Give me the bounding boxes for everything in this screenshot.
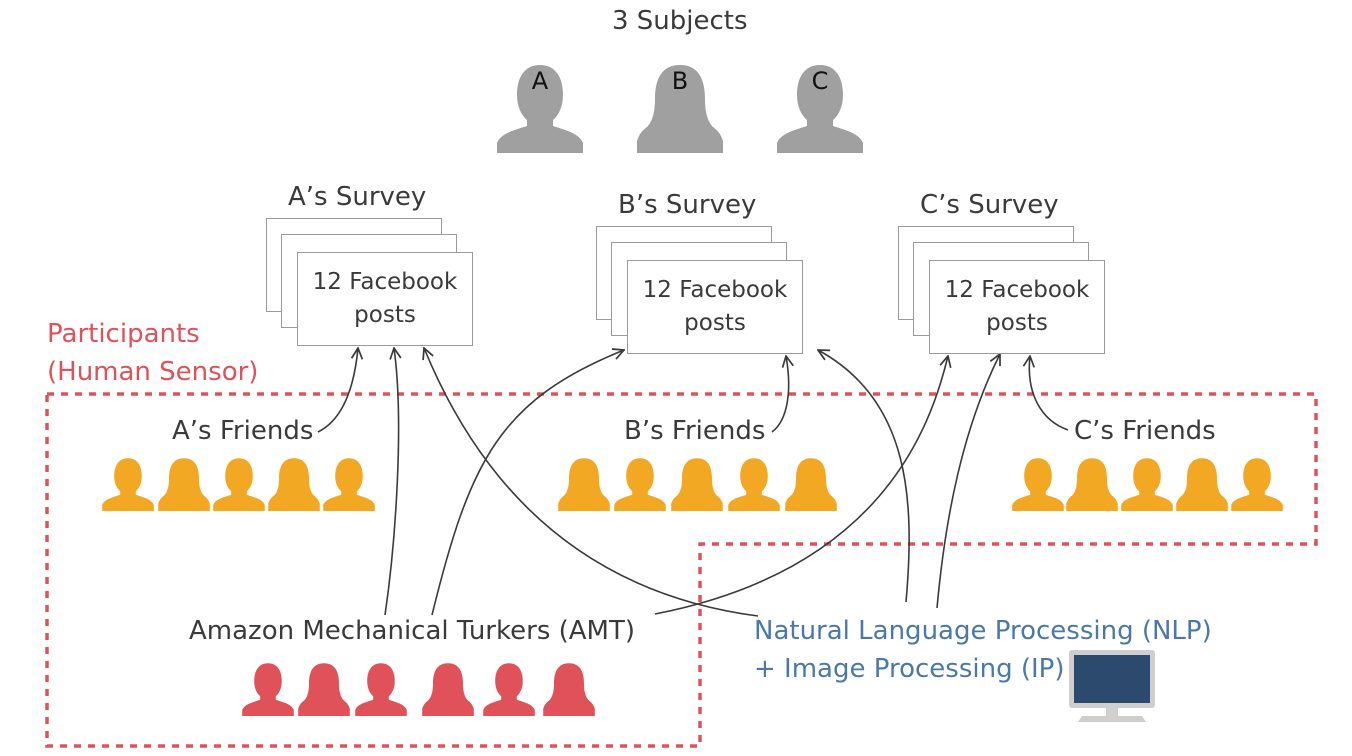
- participants-label-line2: (Human Sensor): [47, 356, 259, 387]
- arrow-nlp-to-b-survey: [818, 350, 910, 603]
- c-survey-title: C’s Survey: [920, 190, 1059, 220]
- nlp-ip-label: Natural Language Processing (NLP) + Imag…: [754, 613, 1212, 688]
- monitor-icon: [1069, 650, 1155, 722]
- b-friends-icons: [558, 458, 837, 511]
- amt-label: Amazon Mechanical Turkers (AMT): [189, 616, 636, 646]
- b-survey-content: 12 Facebook posts: [642, 276, 788, 336]
- c-survey-content: 12 Facebook posts: [944, 276, 1090, 336]
- nlp-label-line2: + Image Processing (IP): [754, 653, 1065, 684]
- arrow-amt-to-b-survey: [431, 350, 624, 616]
- subjects-title: 3 Subjects: [612, 6, 748, 36]
- arrow-amt-to-a-survey: [384, 348, 399, 616]
- participants-label-line1: Participants: [47, 319, 200, 349]
- arrows: [317, 348, 1069, 617]
- participants-dashed-region: [45, 392, 1318, 748]
- arrow-nlp-to-c-survey: [936, 354, 1000, 609]
- subject-a-letter: A: [532, 67, 549, 95]
- arrow-c-friends-to-c-survey: [1029, 356, 1069, 431]
- c-friends-label: C’s Friends: [1074, 416, 1216, 446]
- c-survey-posts: 12 Facebook posts: [929, 260, 1105, 354]
- b-survey-title: B’s Survey: [618, 190, 757, 220]
- participants-label: Participants (Human Sensor): [47, 316, 258, 391]
- arrow-b-friends-to-b-survey: [771, 356, 789, 433]
- subject-c-letter: C: [812, 67, 829, 95]
- b-survey-posts: 12 Facebook posts: [627, 260, 803, 354]
- subject-b-letter: B: [672, 67, 688, 95]
- nlp-label-line1: Natural Language Processing (NLP): [754, 616, 1212, 646]
- arrow-amt-to-c-survey: [654, 356, 948, 615]
- b-friends-label: B’s Friends: [624, 416, 766, 446]
- a-friends-label: A’s Friends: [172, 416, 314, 446]
- arrow-nlp-to-a-survey: [424, 348, 759, 617]
- a-survey-posts: 12 Facebook posts: [297, 252, 473, 346]
- a-survey-content: 12 Facebook posts: [312, 268, 458, 328]
- c-friends-icons: [1012, 458, 1283, 511]
- a-friends-icons: [102, 458, 375, 511]
- a-survey-title: A’s Survey: [288, 182, 427, 212]
- amt-turkers-icons: [242, 663, 595, 716]
- arrow-a-friends-to-a-survey: [317, 348, 358, 433]
